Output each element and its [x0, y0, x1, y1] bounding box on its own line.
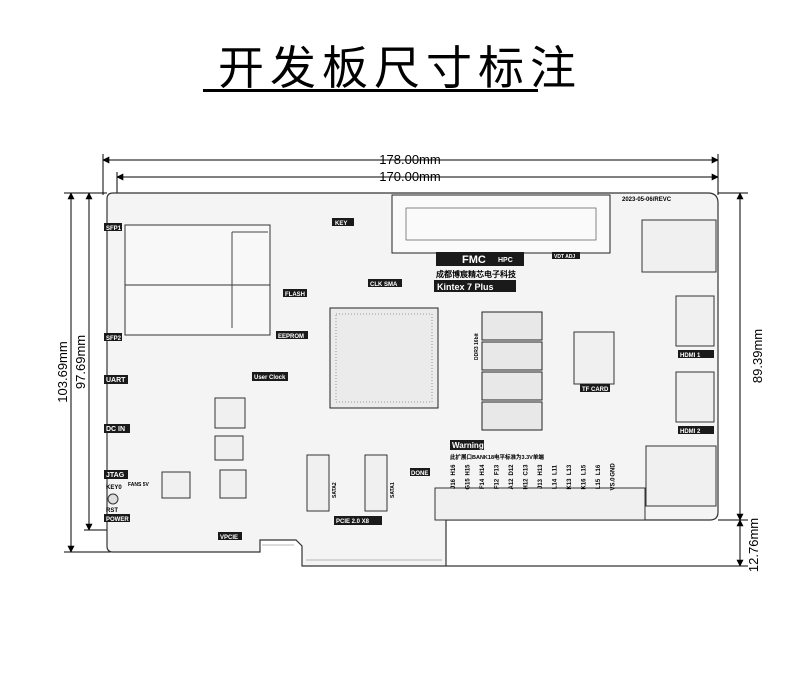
- label-hpc: HPC: [498, 257, 513, 264]
- ddr-chip-4: [481, 401, 543, 431]
- dim-top-outer: 178.00mm: [379, 152, 440, 167]
- label-chip: Kintex 7 Plus: [437, 282, 494, 292]
- label-fans: FANS 5V: [128, 482, 150, 488]
- label-sata1: SATA1: [390, 482, 396, 498]
- inductor-3: [161, 471, 191, 499]
- pin-label: GND: [611, 463, 617, 477]
- ddr-chip-1: [481, 311, 543, 341]
- ddr-chip-3: [481, 371, 543, 401]
- label-vdt-adj: VDT ADJ: [554, 254, 575, 260]
- label-company: 成都博宸精芯电子科技: [436, 269, 517, 279]
- label-sfp1: SFP1: [106, 226, 122, 232]
- label-jtag: JTAG: [106, 472, 125, 479]
- label-hdmi2: HDMI 2: [680, 429, 701, 435]
- label-vpcie: VPCIE: [220, 535, 238, 541]
- sfp2-cage: [124, 284, 271, 336]
- expansion-header: [434, 487, 646, 521]
- dim-left-outer: 103.69mm: [55, 341, 70, 402]
- label-dc-in: DC IN: [106, 426, 125, 433]
- label-warning: Warning: [452, 441, 484, 450]
- label-warning-text: 此扩展口BANK18电平标准为3.3V单端: [450, 453, 544, 461]
- hdmi1-connector: [675, 295, 715, 347]
- pin-label: D12: [509, 464, 515, 476]
- label-rst: RST: [106, 508, 118, 514]
- pin-label: J16: [451, 478, 457, 489]
- key0-button: [107, 493, 119, 505]
- label-sfp2: SFP2: [106, 336, 122, 342]
- label-eeprom: EEPROM: [278, 334, 304, 340]
- pin-label: VS.0: [611, 477, 617, 491]
- pin-label: C13: [524, 464, 530, 476]
- sata2-connector: [306, 454, 330, 512]
- label-pcie: PCIE 2.0 X8: [336, 519, 370, 525]
- pin-label: L13: [567, 464, 573, 475]
- label-hdmi1: HDMI 1: [680, 353, 701, 359]
- ddr-chip-2: [481, 341, 543, 371]
- dim-bottom-right: 12.76mm: [746, 518, 761, 572]
- label-fmc: FMC: [462, 254, 486, 266]
- label-clk-sma: CLK SMA: [370, 282, 398, 288]
- label-user-clock: User Clock: [254, 375, 286, 381]
- sfp1-cage: [124, 224, 271, 286]
- pcie-fingers: [262, 544, 442, 561]
- pin-label: H13: [538, 464, 544, 476]
- pin-label: L16: [596, 464, 602, 475]
- pin-label: L15: [582, 464, 588, 475]
- pin-label: J13: [538, 478, 544, 489]
- pin-label: K13: [567, 478, 573, 490]
- rj45-bottom: [645, 445, 717, 507]
- sata1-connector: [364, 454, 388, 512]
- inductor-2: [214, 435, 244, 461]
- label-ddr: DDR3 16bit: [474, 333, 480, 360]
- pin-label: H12: [524, 478, 530, 490]
- dim-right: 89.39mm: [750, 329, 765, 383]
- pin-label: A12: [509, 478, 515, 490]
- label-done: DONE: [411, 471, 428, 477]
- pin-label: H16: [451, 464, 457, 476]
- pin-label: F14: [480, 478, 486, 489]
- label-uart: UART: [106, 377, 126, 384]
- hdmi2-connector: [675, 371, 715, 423]
- pin-label: K16: [582, 478, 588, 490]
- inductor-1: [214, 397, 246, 429]
- rj45-top: [641, 219, 717, 273]
- fpga-balls: [335, 313, 433, 403]
- fmc-connector: [391, 194, 611, 254]
- pin-label: F13: [495, 464, 501, 475]
- label-sata2: SATA2: [332, 482, 338, 498]
- label-tf-card: TF CARD: [582, 387, 609, 393]
- pin-label: L14: [553, 478, 559, 489]
- tf-card-slot: [573, 331, 615, 385]
- label-key: KEY: [335, 221, 347, 227]
- pin-label: F12: [495, 478, 501, 489]
- fpga-chip: [329, 307, 439, 409]
- inductor-4: [219, 469, 247, 499]
- dim-left-inner: 97.69mm: [73, 335, 88, 389]
- label-date-rev: 2023-05-06/REVC: [622, 197, 672, 203]
- dim-top-inner: 170.00mm: [379, 169, 440, 184]
- pin-label: L15: [596, 478, 602, 489]
- pin-label: H14: [480, 464, 486, 476]
- label-key0: KEY0: [106, 485, 122, 491]
- pin-label: L11: [553, 464, 559, 475]
- board-labels: SFP1 SFP2 UART DC IN JTAG KEY0 RST FANS …: [104, 197, 714, 541]
- label-power: POWER: [106, 517, 129, 523]
- page-title: 开发板尺寸标注: [218, 41, 582, 95]
- pin-label: G15: [466, 478, 472, 490]
- title-underline: [203, 89, 538, 92]
- pin-label: H15: [466, 464, 472, 476]
- label-flash: FLASH: [285, 292, 305, 298]
